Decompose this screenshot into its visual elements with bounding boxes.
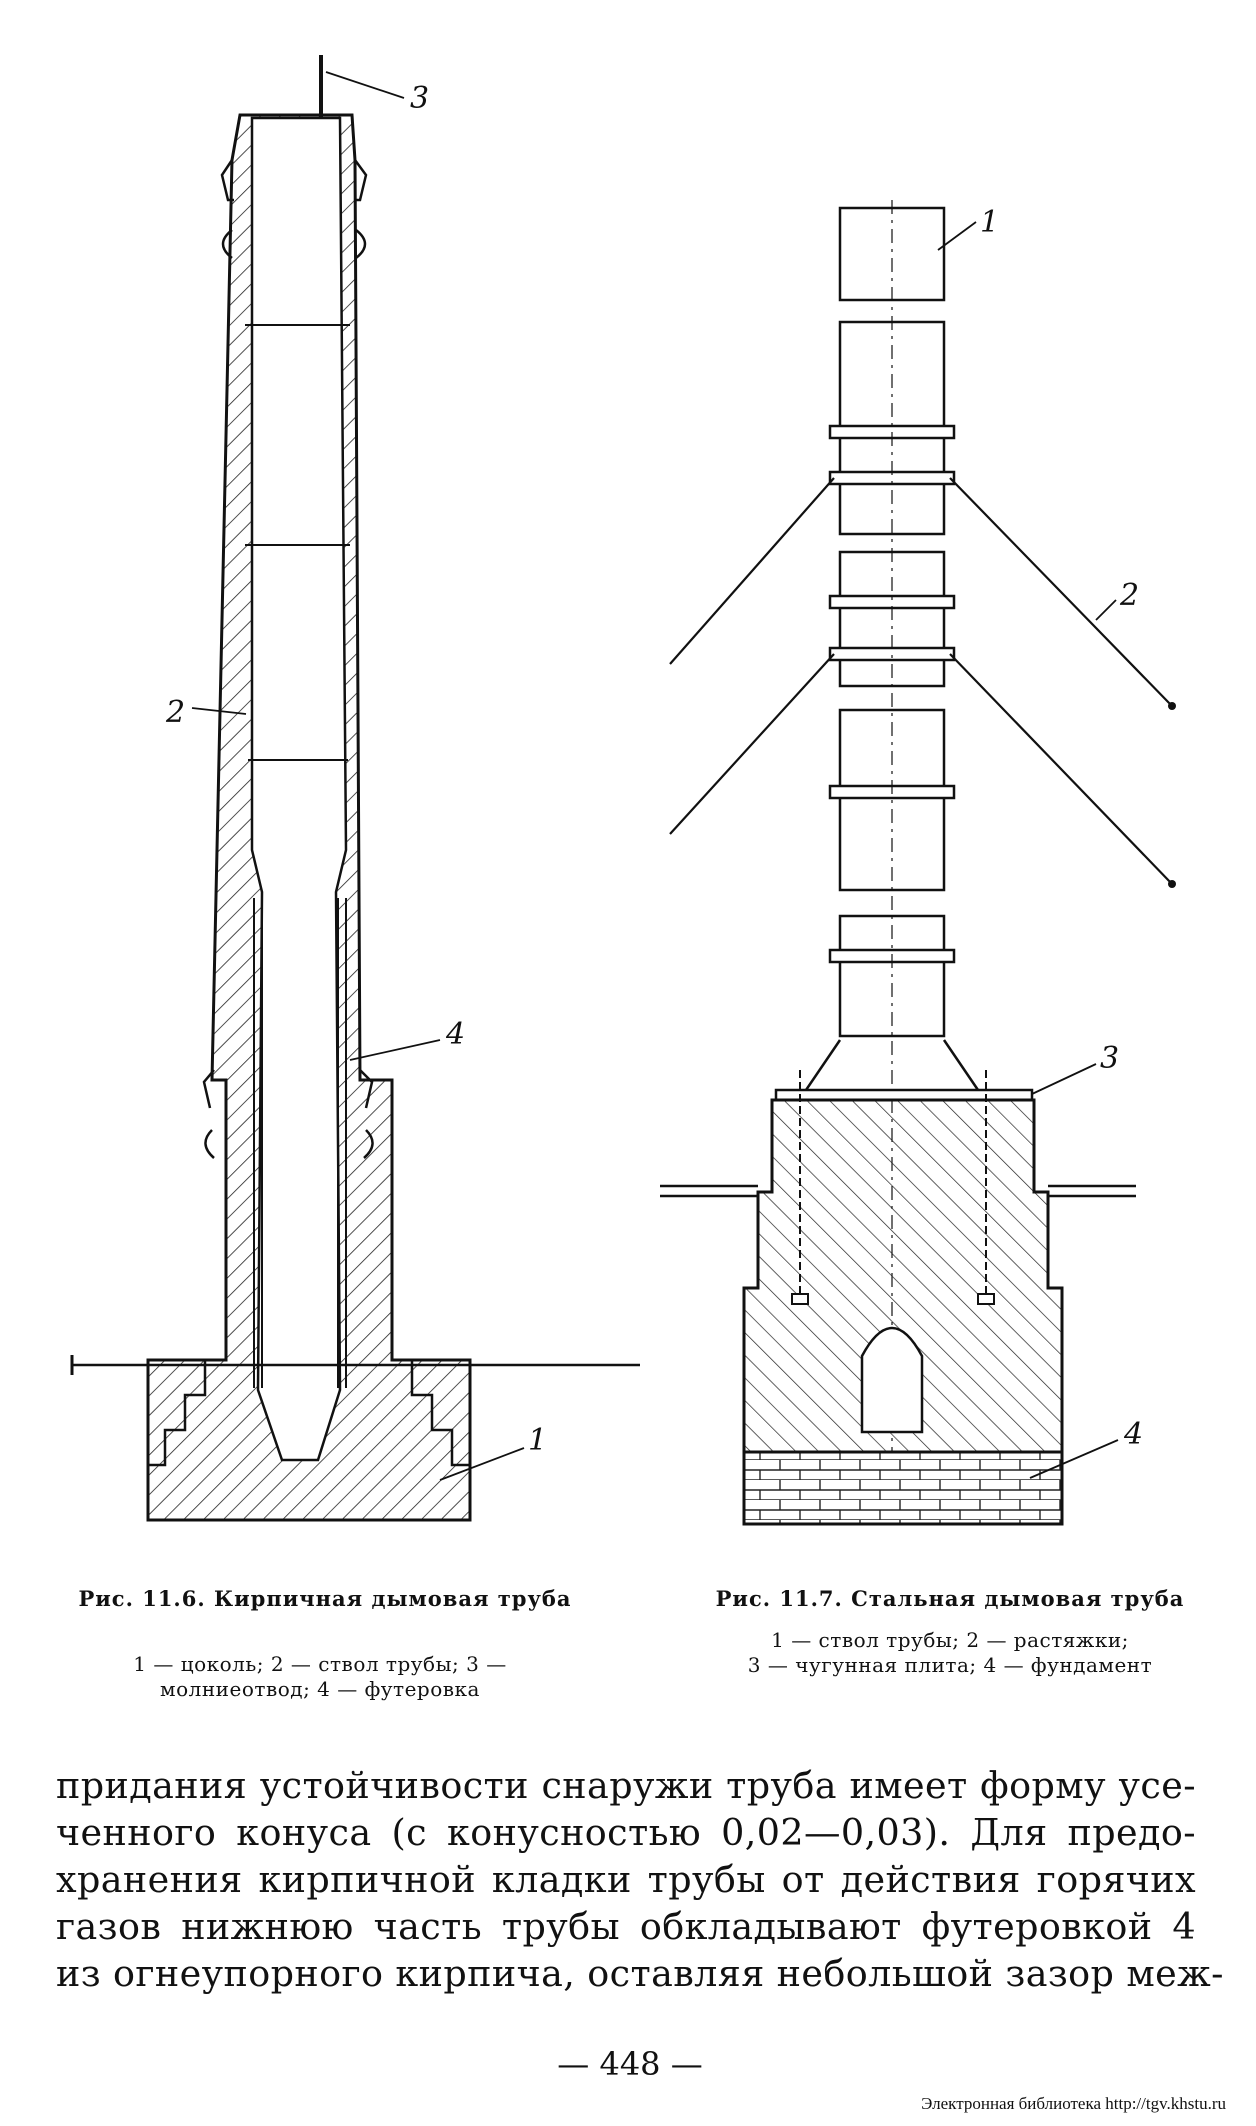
label-11-6-4: 4 (445, 1017, 465, 1052)
caption-legend-11-7-line2: 3 — чугунная плита; 4 — фундамент (747, 1653, 1153, 1677)
label-11-6-1: 1 (528, 1423, 547, 1458)
page-number: — 448 — (557, 2045, 703, 2083)
label-11-7-2: 2 (1119, 578, 1139, 613)
figures-drawing: 3 2 4 1 (70, 55, 1176, 1526)
body-line: из огнеупорного кирпича, оставляя неболь… (56, 1952, 1224, 1995)
caption-title-11-7: Рис. 11.7. Стальная дымовая труба (715, 1586, 1185, 1611)
body-line: придания устойчивости снаружи труба имее… (56, 1764, 1196, 1807)
body-line: газов нижнюю часть трубы обкладывают фут… (56, 1905, 1196, 1948)
body-line: хранения кирпичной кладки трубы от дейст… (56, 1858, 1196, 1901)
label-11-6-2: 2 (165, 695, 185, 730)
label-11-6-3: 3 (410, 81, 429, 116)
library-credit: Электронная библиотека http://tgv.khstu.… (921, 2094, 1226, 2113)
body-paragraph: придания устойчивости снаружи труба имее… (56, 1762, 1224, 1997)
caption-legend-11-6-line1: 1 — цоколь; 2 — ствол трубы; 3 — (133, 1652, 507, 1676)
label-11-7-3: 3 (1100, 1041, 1119, 1076)
brick-chimney-flue (250, 116, 348, 1462)
label-11-7-1: 1 (980, 205, 999, 240)
body-line: ченного конуса (с конусностью 0,02—0,03)… (56, 1811, 1196, 1854)
caption-legend-11-7-line1: 1 — ствол трубы; 2 — растяжки; (771, 1628, 1129, 1652)
label-11-7-4: 4 (1123, 1417, 1143, 1452)
figure-11-6: 3 2 4 1 (70, 55, 640, 1522)
caption-title-11-6: Рис. 11.6. Кирпичная дымовая труба (78, 1586, 572, 1611)
figure-11-7: 1 2 3 4 (660, 200, 1176, 1526)
caption-legend-11-6-line2: молниеотвод; 4 — футеровка (160, 1677, 480, 1701)
